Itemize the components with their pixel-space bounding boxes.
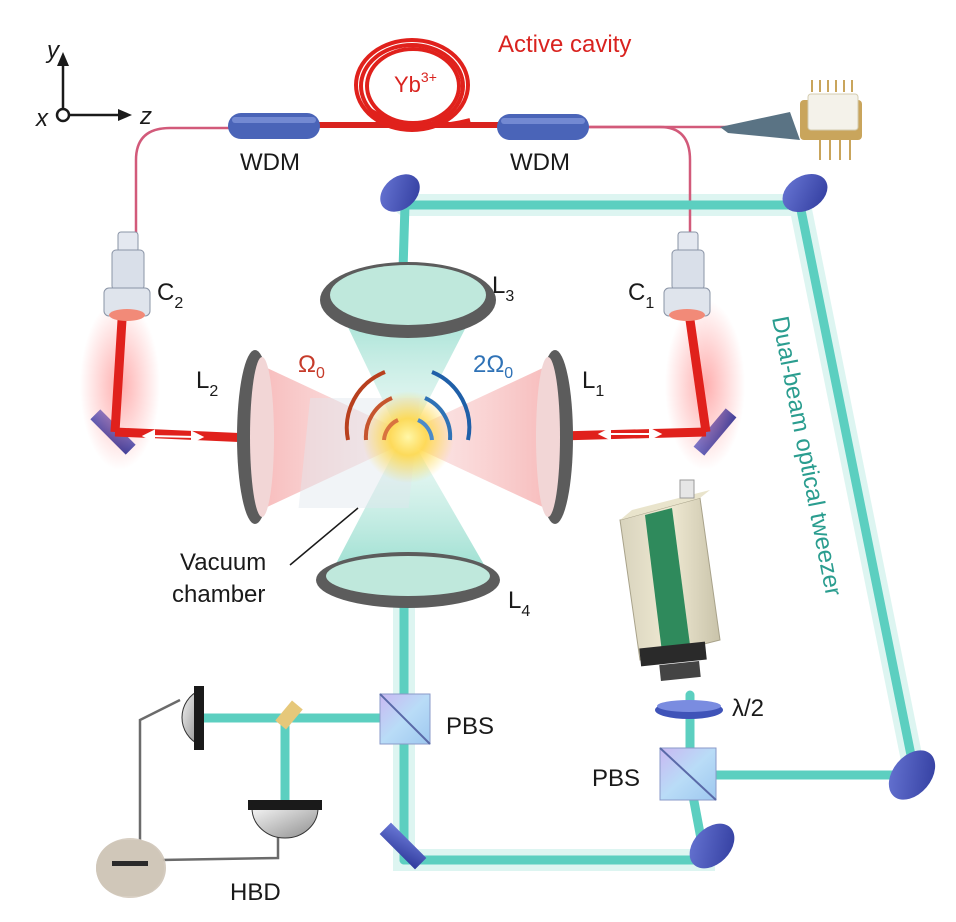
- axis-z-label: z: [139, 103, 152, 130]
- collimator-c1-label: C1: [628, 279, 654, 312]
- wdm-left-label: WDM: [240, 149, 300, 176]
- vacuum-chamber-callout: Vacuum chamber: [172, 507, 359, 608]
- collimator-c2: C2: [103, 231, 183, 321]
- axis-y-label: y: [45, 37, 61, 64]
- laser-diode-icon: [720, 80, 862, 160]
- axis-x-label: x: [35, 105, 49, 132]
- hbd-label: HBD: [230, 879, 281, 906]
- pbs-lower-label: PBS: [592, 765, 640, 792]
- mirror-bottom-right: [689, 823, 735, 869]
- pbs-upper: PBS: [379, 693, 494, 745]
- red-beams: [80, 300, 745, 470]
- light-cones: [250, 300, 560, 575]
- lens-l2: L2: [196, 350, 274, 524]
- lens-l3-label: L3: [492, 272, 514, 305]
- beam-splitter-plate: [275, 700, 303, 730]
- lens-l4: L4: [316, 552, 530, 620]
- two-omega0-label: 2Ω0: [473, 351, 513, 382]
- wdm-left: WDM: [228, 113, 320, 176]
- hbd-assembly: HBD: [96, 686, 322, 906]
- fiber-coil: [354, 38, 471, 132]
- collimator-c1: C1: [628, 231, 711, 321]
- lens-l2-label: L2: [196, 367, 218, 400]
- mirror-lower-right: [888, 750, 936, 800]
- mirror-top-right: [782, 174, 828, 212]
- lens-l1-label: L1: [582, 367, 604, 400]
- tweezer-beams: [193, 200, 920, 865]
- wdm-right: WDM: [497, 114, 589, 176]
- lens-l4-label: L4: [508, 587, 530, 620]
- lens-l3: L3: [320, 262, 514, 338]
- mirror-bottom-left: [379, 822, 427, 870]
- vacuum-chamber-line1: Vacuum: [180, 549, 266, 576]
- yb-ion-label: Yb3+: [394, 69, 437, 97]
- half-wave-label: λ/2: [732, 695, 764, 722]
- fiber-loop: [134, 38, 735, 240]
- mirror-top-left: [380, 174, 420, 212]
- pbs-upper-label: PBS: [446, 713, 494, 740]
- subtractor-unit: [96, 838, 166, 898]
- camera-icon: [619, 479, 721, 682]
- photodiode-left: [181, 686, 204, 750]
- collimator-c2-label: C2: [157, 279, 183, 312]
- vacuum-chamber-line2: chamber: [172, 581, 265, 608]
- active-cavity-label: Active cavity: [498, 31, 631, 58]
- wdm-right-label: WDM: [510, 149, 570, 176]
- half-wave-plate: λ/2: [655, 695, 764, 722]
- coordinate-axes: y x z: [35, 37, 152, 132]
- pbs-lower: PBS: [592, 747, 717, 801]
- photodiode-bottom: [248, 800, 322, 839]
- lens-l1: L1: [536, 350, 604, 524]
- omega0-label: Ω0: [298, 351, 325, 382]
- wavefront-arcs: [344, 370, 472, 441]
